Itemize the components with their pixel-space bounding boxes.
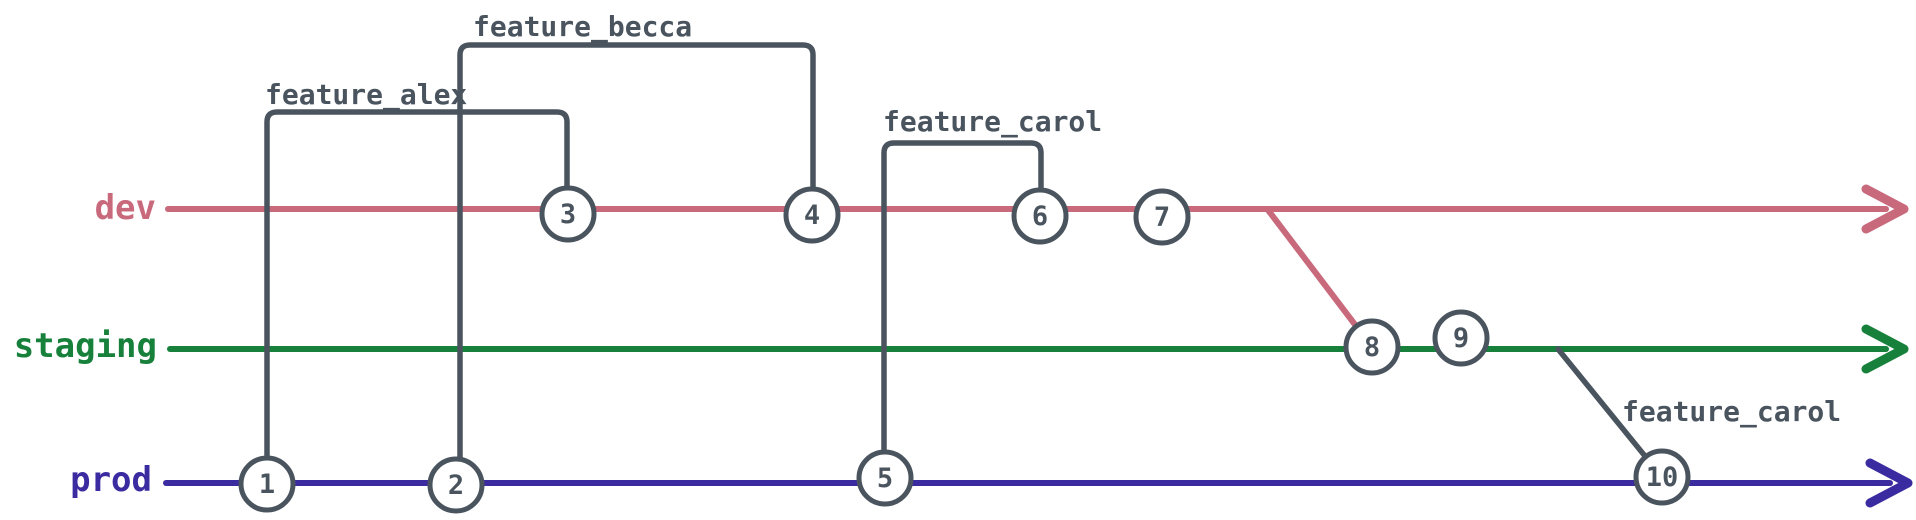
commit-node-2: 2 [427,456,485,514]
commit-circle [783,186,841,244]
feature-carol-path [881,140,1044,481]
feature-becca-path [457,42,816,488]
dev-branch-label: dev [95,188,156,228]
commit-circle [1011,187,1069,245]
dev-arrowhead-icon [1861,184,1909,234]
commit-node-6: 6 [1011,187,1069,245]
feature-becca-label: feature_becca [473,10,692,43]
commit-node-4: 4 [783,186,841,244]
prod-arrowhead-icon [1865,458,1913,508]
commit-node-1: 1 [238,455,296,513]
commit-number: 7 [1154,202,1170,233]
feature-carol-label: feature_carol [883,105,1102,138]
commit-number: 6 [1032,201,1048,232]
commit-number: 10 [1646,462,1679,493]
commit-number: 2 [448,470,464,501]
commit-circle [1343,318,1401,376]
commit-circle [1432,309,1490,367]
staging-arrowhead-icon [1861,324,1909,374]
commit-number: 8 [1364,332,1380,363]
commit-node-3: 3 [539,185,597,243]
commit-number: 4 [804,200,820,231]
commit-circle [539,185,597,243]
commit-circle [1133,188,1191,246]
commit-number: 9 [1453,323,1469,354]
feature-carol-label-2: feature_carol [1622,395,1841,428]
commit-node-5: 5 [856,449,914,507]
commit-circle [856,449,914,507]
merge-dev-to-staging-path [1265,207,1375,350]
commit-number: 3 [560,199,576,230]
feature-alex-path [264,109,570,487]
commit-node-7: 7 [1133,188,1191,246]
commit-number: 1 [259,469,275,500]
commit-number: 5 [877,463,893,494]
commit-circle [1633,448,1691,506]
feature-alex-label: feature_alex [265,78,467,111]
commit-circle [427,456,485,514]
commit-node-10: 10 [1633,448,1691,506]
commit-node-8: 8 [1343,318,1401,376]
staging-branch-label: staging [14,326,157,366]
commit-circle [238,455,296,513]
prod-branch-label: prod [70,460,152,500]
commit-node-9: 9 [1432,309,1490,367]
